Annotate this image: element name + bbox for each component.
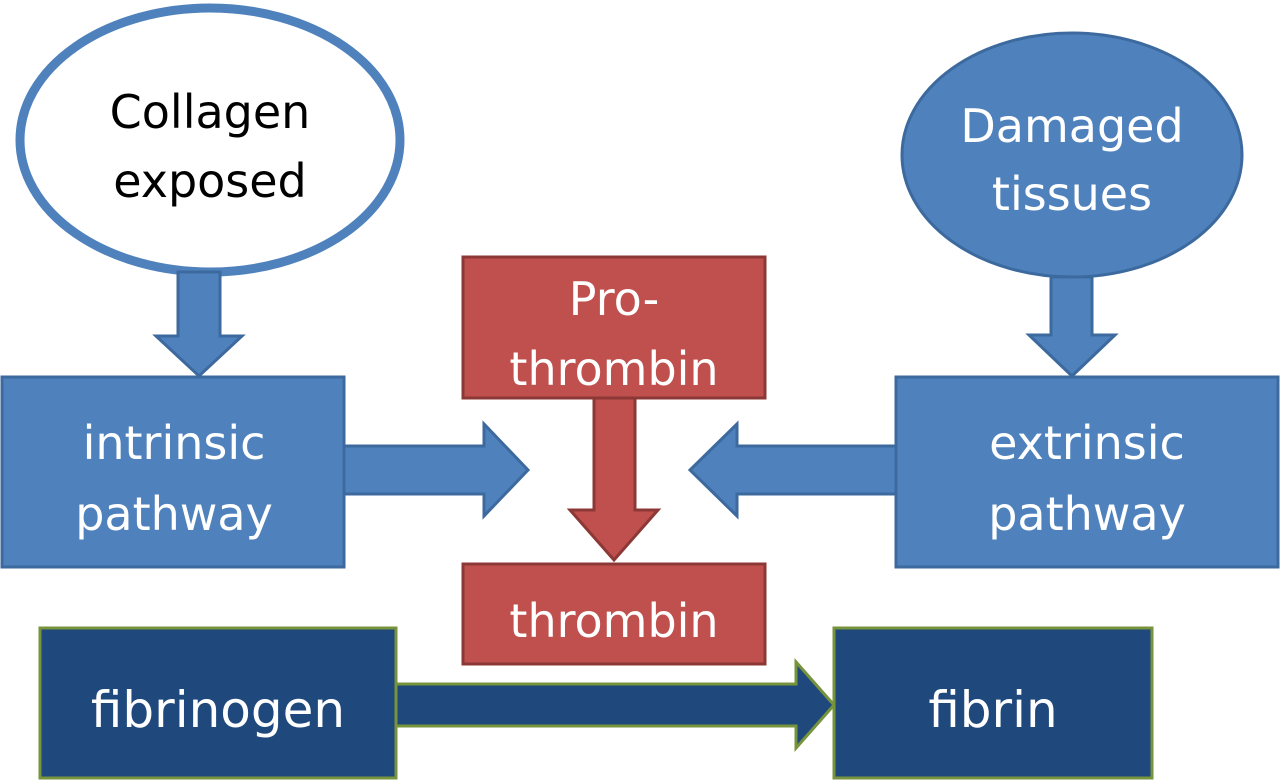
damaged-to-extrinsic-arrow [1025,275,1119,379]
thrombin-node [461,562,767,666]
intrinsic-label-line1: intrinsic [83,416,266,470]
fibrin-node [832,626,1154,780]
prothrombin-label-line1: Pro- [569,272,659,326]
damaged-tissues-label-line2: tissues [992,167,1152,221]
fibrinogen-label: fibrinogen [91,681,345,739]
intrinsic-to-center-arrow [342,420,531,520]
collagen-label-line2: exposed [113,154,307,208]
fibrinogen-node [38,626,398,780]
thrombin-label: thrombin [509,594,718,648]
intrinsic-label-line2: pathway [75,487,273,541]
damaged-tissues-label-line1: Damaged [960,99,1183,153]
extrinsic-to-center-arrow [687,420,898,520]
damaged-tissues-node [900,31,1244,279]
intrinsic-pathway-node [0,375,346,569]
extrinsic-pathway-node [894,375,1280,569]
prothrombin-label-line2: thrombin [509,342,718,396]
prothrombin-to-thrombin-arrow [566,396,662,563]
prothrombin-node [461,255,767,400]
fibrinogen-to-fibrin-arrow [394,658,837,752]
collagen-node [15,3,405,277]
fibrin-label: fibrin [928,681,1057,739]
collagen-label-line1: Collagen [110,85,311,139]
collagen-to-intrinsic-arrow [152,270,246,379]
extrinsic-label-line2: pathway [988,487,1186,541]
extrinsic-label-line1: extrinsic [989,416,1185,470]
